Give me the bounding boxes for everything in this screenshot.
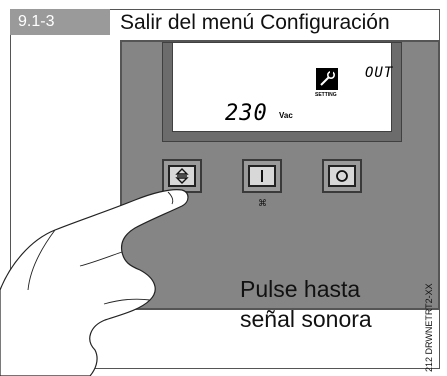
on-button-face[interactable] [248, 165, 276, 187]
instruction-line-1: Pulse hasta [240, 276, 361, 302]
pointing-hand-illustration [0, 189, 189, 376]
lcd-display: 230 Vac SETTING OUT [172, 42, 392, 132]
off-button[interactable] [322, 159, 362, 193]
lcd-voltage-value: 230 [225, 101, 268, 126]
scroll-button[interactable] [162, 159, 202, 193]
off-button-face[interactable] [328, 165, 356, 187]
scroll-button-face[interactable] [168, 165, 196, 187]
led-indicator-icon: ⌘ [258, 198, 267, 208]
instruction-line-2: señal sonora [240, 306, 372, 332]
off-power-icon [336, 170, 348, 182]
device-panel: 230 Vac SETTING OUT [120, 40, 440, 310]
instruction-text: Pulse hasta señal sonora [240, 274, 420, 334]
on-button[interactable] [242, 159, 282, 193]
step-number-tag: 9.1-3 [10, 9, 110, 35]
setting-label: SETTING [315, 92, 337, 98]
lcd-voltage-unit: Vac [279, 111, 293, 120]
lcd-out-status: OUT [365, 65, 394, 81]
up-down-arrow-icon [175, 168, 189, 184]
on-power-icon [261, 170, 263, 182]
step-title: Salir del menú Configuración [120, 11, 390, 34]
wrench-icon [316, 68, 338, 90]
figure-code: 212 DRWNETRT2-XX [424, 283, 434, 372]
